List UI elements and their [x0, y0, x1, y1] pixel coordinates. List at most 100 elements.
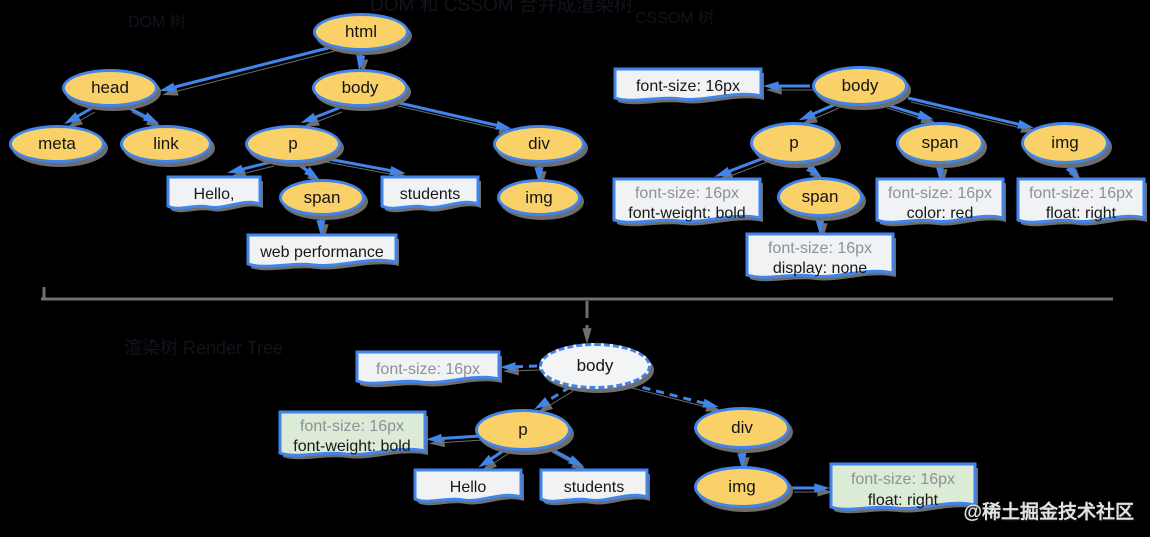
arrowhead: [534, 167, 544, 183]
cssom-node-span: span: [896, 122, 984, 164]
svg-text:web performance: web performance: [259, 244, 384, 261]
arrowhead: [814, 483, 830, 493]
doc-main: [745, 232, 895, 279]
svg-text:students: students: [564, 479, 624, 496]
arrowhead: [304, 166, 320, 180]
dom-node-p: p: [245, 125, 341, 163]
arrowhead: [143, 112, 160, 124]
svg-text:color: red: color: red: [907, 205, 974, 222]
svg-text:display: none: display: none: [773, 260, 867, 277]
svg-text:font-size: 16px: font-size: 16px: [636, 78, 740, 95]
arrowhead: [702, 398, 719, 408]
doc-main: [875, 177, 1005, 224]
arrowhead: [495, 120, 512, 130]
cssom-rule-body: font-size: 16px: [613, 67, 764, 105]
merge-divider: [41, 287, 1113, 344]
arrowhead: [917, 110, 934, 120]
edge-render-body-rule: [507, 364, 538, 369]
doc-main: [1016, 177, 1146, 224]
arrowhead: [582, 328, 592, 344]
svg-text:Hello,: Hello,: [194, 186, 235, 203]
svg-text:Hello: Hello: [450, 479, 487, 496]
svg-text:font-size: 16px: font-size: 16px: [635, 185, 739, 202]
cssom-rule-img: font-size: 16px float: right: [1016, 177, 1147, 227]
cssom-node-span-child: span: [777, 177, 863, 217]
arrowhead: [815, 219, 825, 235]
arrowhead: [935, 165, 945, 181]
render-rule-img: font-size: 16px float: right: [829, 462, 978, 514]
arrowhead: [389, 166, 406, 176]
dom-node-span: span: [279, 179, 365, 216]
edge-dom-body-div: [397, 105, 508, 132]
juejin-watermark: @稀土掘金技术社区: [963, 502, 1134, 523]
cssom-rule-span: font-size: 16px color: red: [875, 177, 1006, 227]
dom-node-meta: meta: [9, 125, 105, 163]
doc-main: [413, 468, 523, 503]
dom-node-html: html: [313, 13, 409, 51]
edge-cssom-body-img: [910, 101, 1030, 131]
arrowhead: [159, 82, 176, 92]
arrowhead: [568, 455, 585, 467]
doc-main: [829, 462, 977, 511]
arrowhead: [227, 164, 244, 174]
render-rule-body: font-size: 16px: [355, 350, 502, 388]
edge-dom-body-div: [394, 100, 505, 129]
edge-cssom-body-img: [907, 96, 1027, 128]
doc-main: [612, 177, 762, 224]
dom-tree-label: DOM 树: [128, 14, 186, 31]
doc-main: [380, 175, 480, 210]
arrowhead: [798, 109, 815, 121]
edge-dom-html-head: [166, 45, 333, 91]
arrowhead: [478, 454, 494, 468]
render-text-students: students: [539, 468, 650, 506]
svg-text:font-size: 16px: font-size: 16px: [300, 418, 404, 435]
svg-text:font-size: 16px: font-size: 16px: [376, 361, 480, 378]
cssom-node-img: img: [1021, 122, 1109, 164]
dom-node-link: link: [120, 125, 212, 163]
render-rule-p: font-size: 16px font-weight: bold: [278, 410, 428, 460]
dom-node-img: img: [497, 179, 581, 216]
svg-text:font-weight: bold: font-weight: bold: [628, 205, 745, 222]
cssom-rule-span-child: font-size: 16px display: none: [745, 232, 896, 282]
arrowhead: [763, 81, 779, 91]
arrowhead: [714, 166, 731, 177]
doc-main: [278, 410, 427, 457]
svg-text:float: right: float: right: [868, 492, 939, 509]
doc-main: [355, 350, 501, 385]
cssom-node-body: body: [812, 66, 908, 106]
edge-dom-p-students: [322, 156, 399, 174]
render-node-div: div: [694, 407, 790, 449]
edges-group: [64, 45, 1079, 493]
arrowhead: [316, 220, 326, 236]
arrowhead: [64, 112, 80, 124]
doc-main: [166, 175, 262, 210]
arrowhead: [534, 397, 550, 410]
edge-dom-html-head: [169, 50, 336, 94]
dom-text-students: students: [380, 175, 481, 213]
figure-title: DOM 和 CSSOM 合并成渲染树: [370, 0, 633, 16]
edge-dom-p-students: [325, 161, 402, 177]
dom-text-web-performance: web performance: [246, 233, 399, 271]
dom-node-body: body: [312, 69, 408, 107]
cssom-node-p: p: [750, 122, 838, 164]
doc-main: [613, 67, 763, 102]
arrowhead: [356, 54, 366, 71]
svg-text:font-size: 16px: font-size: 16px: [851, 471, 955, 488]
svg-text:float: right: float: right: [1046, 205, 1117, 222]
arrowhead: [806, 163, 822, 178]
arrowhead: [737, 453, 747, 469]
edge-render-body-div: [628, 382, 712, 407]
svg-text:font-size: 16px: font-size: 16px: [768, 240, 872, 257]
arrowhead: [1017, 119, 1034, 129]
svg-text:font-weight: bold: font-weight: bold: [293, 438, 410, 455]
cssom-tree-label: CSSOM 树: [635, 10, 715, 27]
arrowhead: [426, 433, 442, 444]
svg-text:font-size: 16px: font-size: 16px: [888, 185, 992, 202]
render-node-p: p: [475, 409, 571, 451]
doc-main: [539, 468, 649, 503]
svg-text:font-size: 16px: font-size: 16px: [1029, 185, 1133, 202]
svg-text:students: students: [400, 186, 460, 203]
dom-node-div: div: [493, 125, 585, 163]
doc-main: [246, 233, 398, 268]
